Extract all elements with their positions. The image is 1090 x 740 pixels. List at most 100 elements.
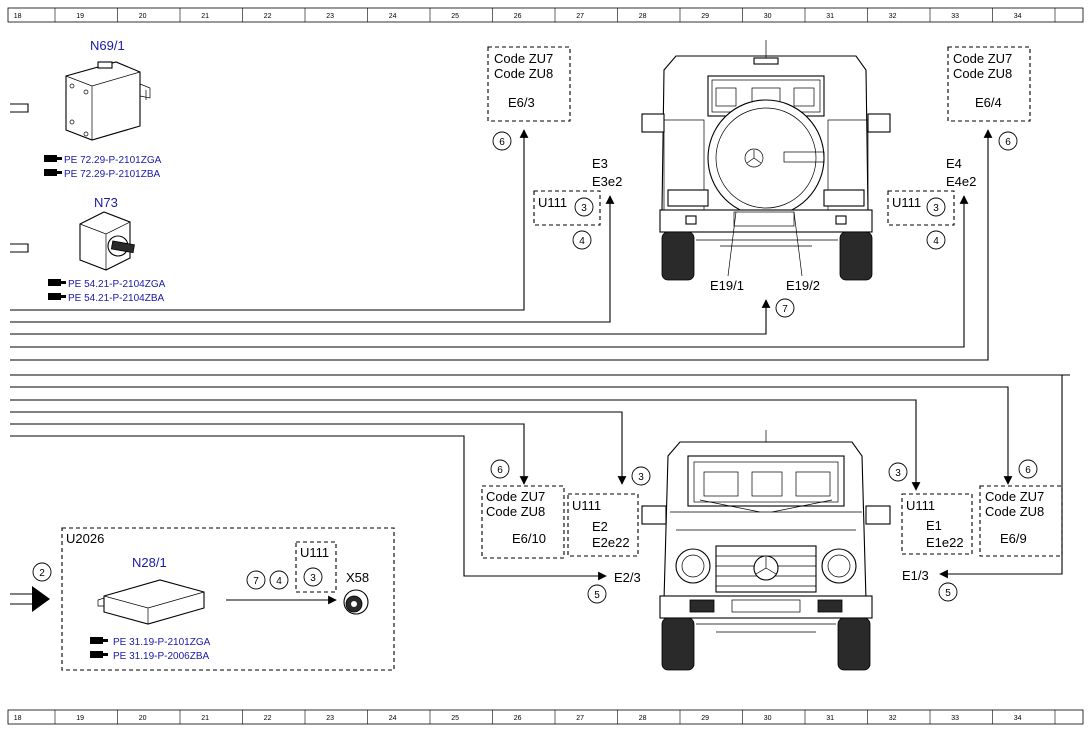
n28-1-label: N28/1	[132, 555, 167, 570]
code-box-e6-4	[947, 46, 1031, 122]
circle-number: 3	[310, 573, 316, 584]
circle-marker	[574, 197, 594, 217]
circle-number: 6	[1005, 137, 1011, 148]
e6-10-label: E6/10	[512, 531, 546, 546]
n69-1-module: N69/1 PE 72.29-P-2101ZGA PE 72.29-P-2101…	[44, 38, 162, 180]
circle-number: 5	[594, 590, 600, 601]
ruler-column-number: 28	[639, 13, 647, 20]
input-arrow-icon	[10, 586, 50, 612]
rear-vehicle-illustration	[641, 40, 891, 281]
u111-box-lower	[295, 541, 337, 593]
circle-number: 3	[638, 472, 644, 483]
e2e22-label: E2e22	[592, 535, 630, 550]
u111-label: U111	[538, 195, 567, 210]
ruler-column-number: 31	[826, 715, 834, 722]
ruler-column-number: 22	[264, 13, 272, 20]
n28-1-ref-1[interactable]: PE 31.19-P-2101ZGA	[113, 637, 211, 648]
hand-pointer-icon	[48, 279, 66, 286]
code-zu8-text: Code ZU8	[953, 66, 1012, 81]
u111-box-front-right	[901, 493, 973, 555]
ruler-column-number: 23	[326, 13, 334, 20]
code-box-e6-3	[487, 46, 571, 122]
ruler-column-number: 19	[76, 13, 84, 20]
n28-1-ref-2[interactable]: PE 31.19-P-2006ZBA	[113, 651, 209, 662]
u2026-group: U2026 2 N28/1 PE 31.19-P-2101ZGA PE 31.1…	[10, 527, 395, 671]
u111-label: U111	[572, 498, 601, 513]
ruler-column-number: 33	[951, 13, 959, 20]
ruler-column-number: 20	[139, 715, 147, 722]
circle-number: 2	[39, 568, 45, 579]
e4-label: E4	[946, 156, 962, 171]
circle-marker	[269, 570, 289, 590]
n73-switch: N73 PE 54.21-P-2104ZGA PE 54.21-P-2104ZB…	[48, 195, 166, 304]
u2026-label: U2026	[66, 531, 104, 546]
circle-marker	[998, 131, 1018, 151]
ruler-column-number: 26	[514, 715, 522, 722]
circle-marker	[492, 131, 512, 151]
ruler-column-number: 24	[389, 715, 397, 722]
ruler-column-number: 30	[764, 13, 772, 20]
n73-illustration	[79, 211, 135, 271]
n69-1-ref-2[interactable]: PE 72.29-P-2101ZBA	[64, 169, 160, 180]
code-zu7-text: Code ZU7	[486, 489, 545, 504]
hand-pointer-icon	[90, 651, 108, 658]
front-vehicle-illustration	[641, 430, 891, 671]
ruler-column-number: 34	[1014, 715, 1022, 722]
n69-1-illustration	[65, 61, 151, 141]
e6-3-label: E6/3	[508, 95, 535, 110]
ruler-column-number: 18	[14, 13, 22, 20]
n73-ref-2[interactable]: PE 54.21-P-2104ZBA	[68, 293, 164, 304]
ruler-column-number: 27	[576, 715, 584, 722]
ruler-column-number: 26	[514, 13, 522, 20]
circle-marker	[775, 298, 795, 318]
n73-ref-1[interactable]: PE 54.21-P-2104ZGA	[68, 279, 166, 290]
circle-number: 3	[581, 203, 587, 214]
ruler-column-number: 19	[76, 715, 84, 722]
ruler-column-number: 32	[889, 13, 897, 20]
circle-number: 4	[276, 576, 282, 587]
code-zu8-text: Code ZU8	[486, 504, 545, 519]
ruler-column-number: 21	[201, 13, 209, 20]
circle-number: 6	[1025, 465, 1031, 476]
circle-number: 7	[782, 304, 788, 315]
x58-lighter-socket-illustration	[343, 589, 369, 615]
e6-9-label: E6/9	[1000, 531, 1027, 546]
n73-label: N73	[94, 195, 118, 210]
e19-1-label: E19/1	[710, 278, 744, 293]
circle-marker	[926, 197, 946, 217]
circle-marker	[587, 584, 607, 604]
code-zu8-text: Code ZU8	[494, 66, 553, 81]
circle-marker	[926, 230, 946, 250]
ruler-column-number: 21	[201, 715, 209, 722]
circle-marker	[303, 567, 323, 587]
e2-3-label: E2/3	[614, 570, 641, 585]
rear-right-group: Code ZU7 Code ZU8 E6/4 6 E4 E4e2 U111 3 …	[887, 46, 1031, 250]
e4e2-label: E4e2	[946, 174, 976, 189]
code-zu7-text: Code ZU7	[985, 489, 1044, 504]
code-zu8-text: Code ZU8	[985, 504, 1044, 519]
circle-marker	[490, 459, 510, 479]
wire-harness	[10, 129, 1070, 581]
code-zu7-text: Code ZU7	[494, 51, 553, 66]
circle-marker	[631, 466, 651, 486]
ruler-column-number: 24	[389, 13, 397, 20]
u111-box-front-left	[567, 493, 639, 557]
e19-2-label: E19/2	[786, 278, 820, 293]
ruler-column-number: 32	[889, 715, 897, 722]
circle-number: 5	[945, 588, 951, 599]
n69-1-ref-1[interactable]: PE 72.29-P-2101ZGA	[64, 155, 162, 166]
ruler-column-number: 20	[139, 13, 147, 20]
u111-label: U111	[300, 545, 329, 560]
circle-marker	[32, 562, 52, 582]
circle-number: 4	[933, 236, 939, 247]
circle-marker	[938, 582, 958, 602]
hand-pointer-icon	[44, 169, 62, 176]
hand-pointer-icon	[44, 155, 62, 162]
hand-pointer-icon	[48, 293, 66, 300]
ruler-column-number: 30	[764, 715, 772, 722]
circle-marker	[572, 230, 592, 250]
u111-label: U111	[906, 498, 935, 513]
ruler-column-number: 33	[951, 715, 959, 722]
